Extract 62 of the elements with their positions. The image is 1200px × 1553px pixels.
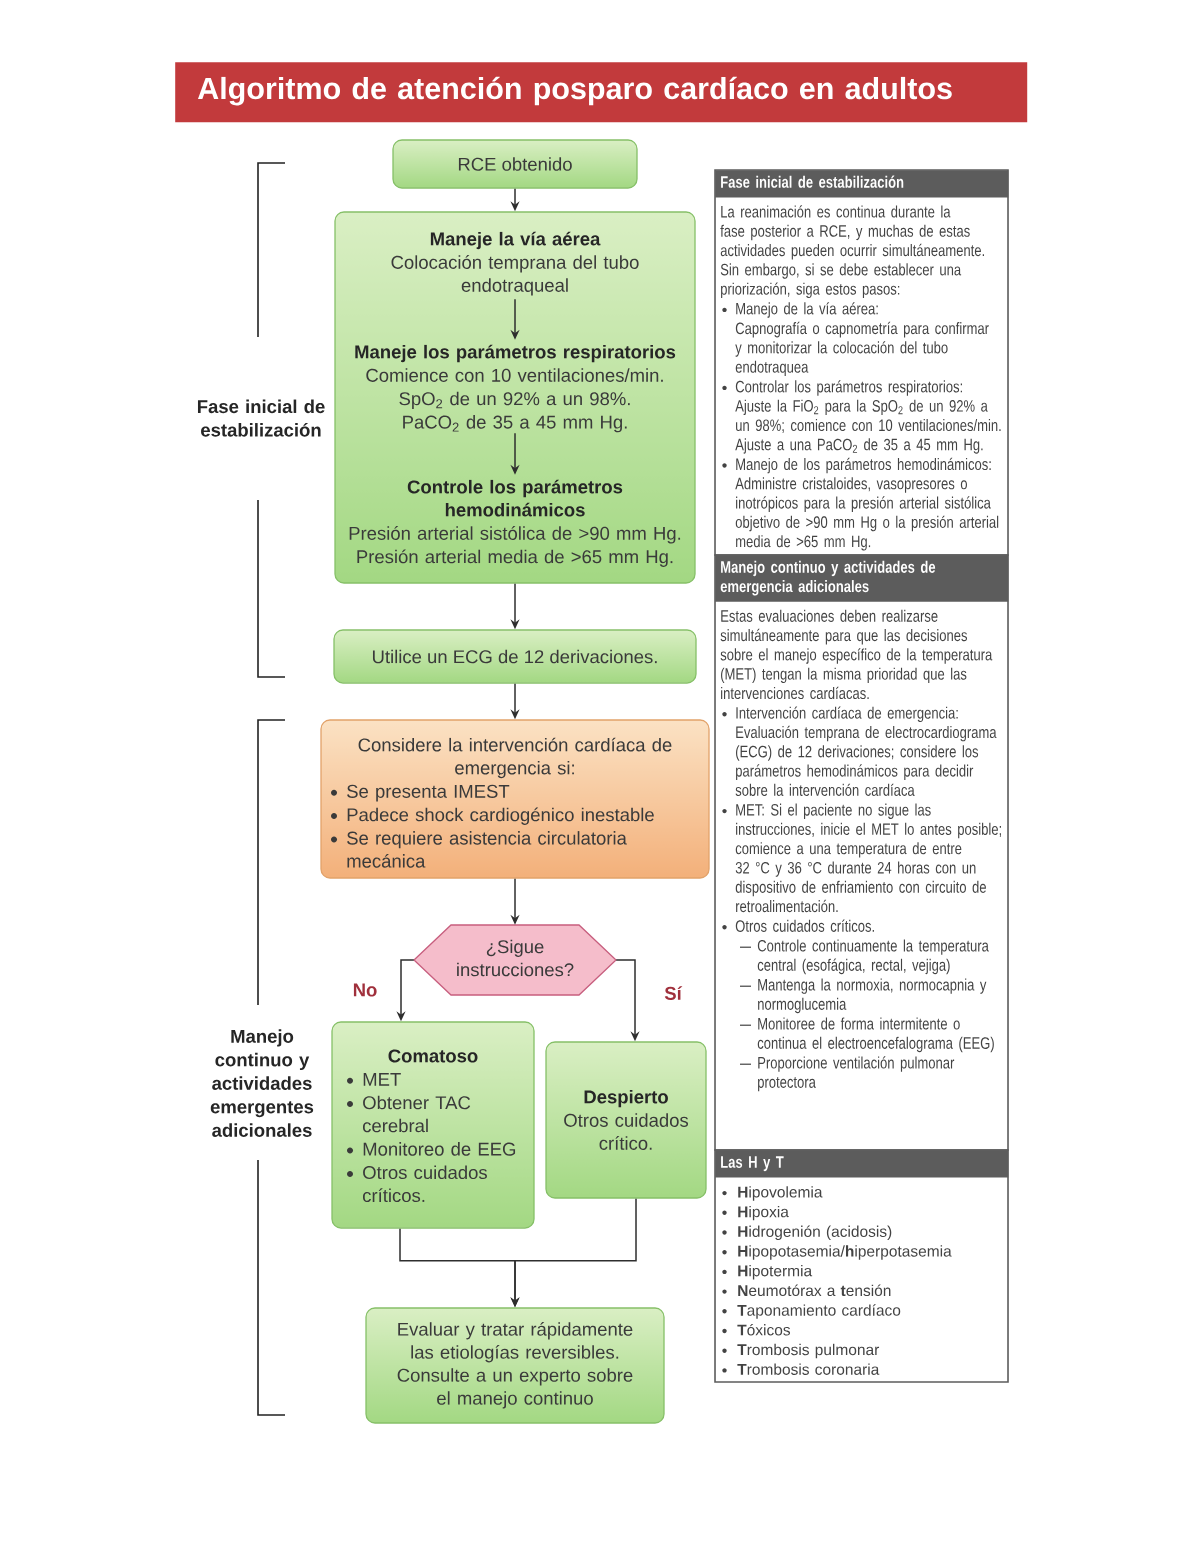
process-box: RCE obtenido — [392, 139, 638, 189]
info-panel — [714, 554, 1009, 1151]
edge-label: Sí — [663, 985, 683, 1001]
panel-text: La reanimación es continua durante la fase posterior a RCE, y muchas de estas actividades pueden ocurrir simultáneamente. Sin embargo, si se debe establecer una priorización, siga estos pasos: — [720, 205, 984, 299]
process-box — [331, 1021, 535, 1229]
list-item: Intervención cardíaca de emergencia: Evaluación temprana de electrocardiograma (ECG) de 12 derivaciones; considere los parámetros hemodinámicos para decidir sobre la intervención cardíaca — [735, 706, 997, 796]
body-text: PaCO$_{2}$ de 35 a 45 mm Hg. — [403, 415, 627, 433]
list-item: Neumotórax a tensión — [738, 1284, 891, 1297]
sub-list-item: Mantenga la normoxia, normocapnia y normoglucemia — [758, 978, 987, 1014]
list-item: MET — [363, 1073, 401, 1086]
list-item: Tóxicos — [737, 1323, 791, 1336]
heading: Maneje los parámetros respiratorios — [355, 344, 676, 363]
list-item: Se requiere asistencia circulatoria mecánica — [347, 831, 627, 868]
process-box: Evaluar y tratar rápidamente las etiologías reversibles. Consulte a un experto sobre el manejo continuo — [365, 1307, 665, 1424]
list-item: Controlar los parámetros respiratorios: Ajuste la FiO$_{2}$ para la SpO$_{2}$ de un 92% a un 98%; comience con 10 ventilaciones/min. Ajuste a una PaCO$_{2}$ de 35 a 45 mm Hg. — [735, 380, 1001, 454]
bracket-label: Fase inicial de estabilización — [198, 399, 325, 437]
sub-list-item: Monitoree de forma intermitente o continua el electroencefalograma (EEG) — [757, 1017, 994, 1053]
list-item: Padece shock cardiogénico inestable — [347, 807, 654, 825]
list-item: Otros cuidados críticos. — [363, 1165, 487, 1203]
heading: Despierto — [584, 1089, 668, 1108]
decision-hexagon: ¿Sigue instrucciones? — [413, 924, 617, 996]
process-box — [545, 1041, 707, 1199]
body-text: Considere la intervención cardíaca de emergencia si: — [358, 737, 672, 779]
panel-heading: Fase inicial de estabilización — [715, 170, 1009, 198]
process-box — [334, 211, 696, 584]
body-text: Otros cuidados crítico. — [564, 1113, 689, 1150]
body-text: Presión arterial media de >65 mm Hg. — [357, 549, 673, 567]
list-item: Hidrogenión (acidosis) — [738, 1225, 892, 1241]
list-item: Se presenta IMEST — [347, 784, 510, 802]
sub-list-item: Proporcione ventilación pulmonar protectora — [758, 1056, 955, 1092]
list-item: Manejo de la vía aérea: — [736, 302, 878, 318]
list-item: Monitoreo de EEG — [363, 1142, 516, 1156]
body-text: Comience con 10 ventilaciones/min. — [366, 368, 663, 382]
bracket-label: Manejo continuo y actividades emergentes adicionales — [210, 1029, 314, 1137]
heading: Maneje la vía aérea — [430, 231, 601, 250]
process-box: Utilice un ECG de 12 derivaciones. — [333, 629, 697, 684]
info-panel — [714, 1149, 1009, 1383]
edge-label: No — [351, 982, 379, 998]
list-item-text: Capnografía o capnometría para confirmar y monitorizar la colocación del tubo endotraquea — [735, 321, 989, 377]
info-panel — [714, 169, 1009, 556]
body-text: SpO$_{2}$ de un 92% a un 98%. — [399, 391, 630, 409]
condition-box — [320, 719, 710, 879]
list-item: Trombosis pulmonar — [737, 1343, 880, 1359]
panel-heading: Las H y T — [715, 1150, 1009, 1178]
list-item: Trombosis coronaria — [737, 1363, 880, 1375]
list-item: Hipoxia — [738, 1205, 789, 1221]
list-item: Manejo de los parámetros hemodinámicos: Administre cristaloides, vasopresores o inotrópicos para la presión arterial sistólica objetivo de >90 mm Hg o la presión arterial media de >65 mm Hg. — [735, 457, 999, 551]
heading: Comatoso — [388, 1049, 478, 1063]
list-item: Hipovolemia — [738, 1186, 823, 1201]
list-item: Hipotermia — [738, 1265, 813, 1280]
panel-text: Estas evaluaciones deben realizarse simultáneamente para que las decisiones sobre el manejo específico de la temperatura (MET) tengan la misma prioridad que las intervenciones cardíacas. — [720, 609, 993, 700]
sub-list-item: Controle continuamente la temperatura central (esofágica, rectal, vejiga) — [757, 939, 989, 975]
panel-heading: Manejo continuo y actividades de emergencia adicionales — [715, 555, 1009, 602]
list-item: Taponamiento cardíaco — [737, 1304, 901, 1319]
title-banner: Algoritmo de atención posparo cardíaco en adultos — [175, 62, 1028, 123]
list-item: Obtener TAC cerebral — [363, 1095, 471, 1133]
list-item: Hipopotasemia/hiperpotasemia — [738, 1245, 952, 1260]
heading: Controle los parámetros hemodinámicos — [407, 479, 623, 517]
list-item: MET: Si el paciente no sigue las instrucciones, inicie el MET lo antes posible; comience a una temperatura de entre 32 °C y 36 °C durante 24 horas con un dispositivo de enfriamiento con circuito de retroalimentación. — [735, 803, 1001, 913]
body-text: Presión arterial sistólica de >90 mm Hg. — [349, 526, 681, 544]
body-text: Colocación temprana del tubo endotraqueal — [391, 255, 639, 296]
list-item: Otros cuidados críticos. — [735, 919, 874, 932]
